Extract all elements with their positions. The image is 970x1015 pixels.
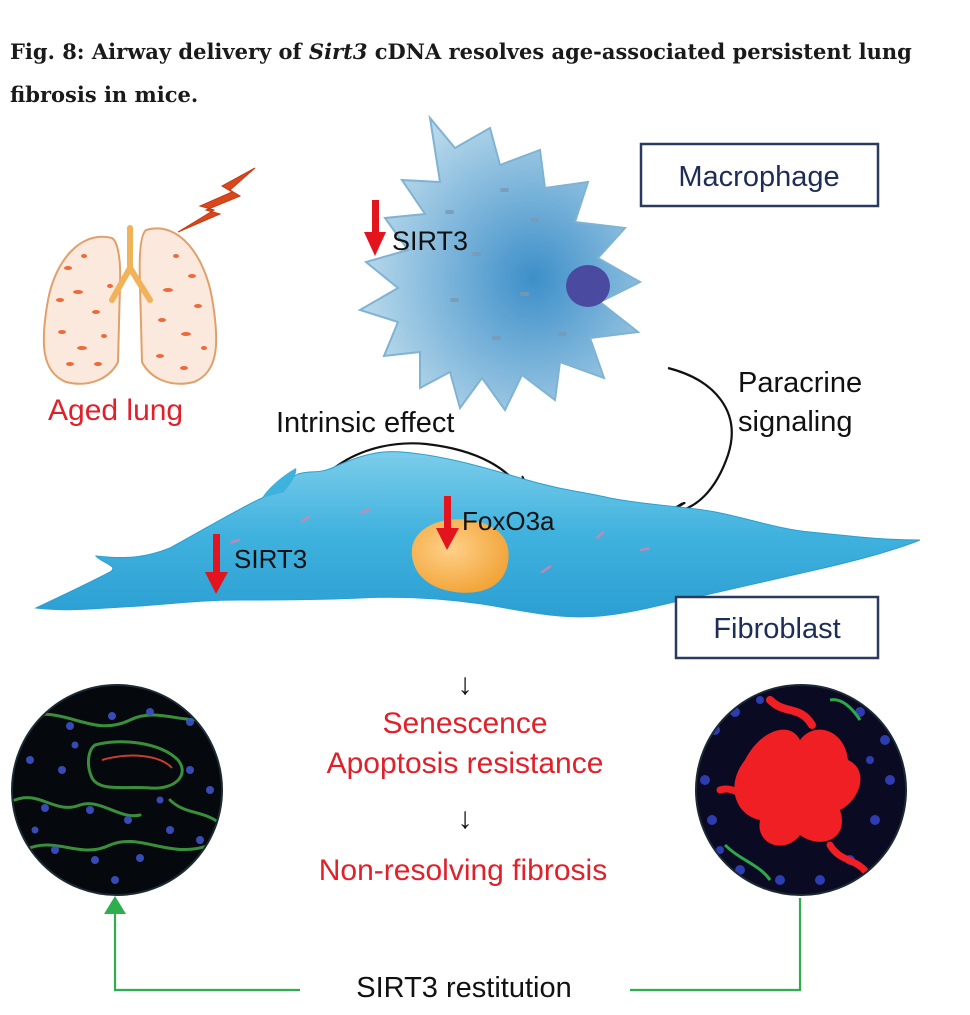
macrophage-vesicles (445, 188, 567, 340)
lightning-bolt-icon (177, 167, 256, 233)
flow-arrow-2: ↓ (458, 802, 473, 835)
macrophage-label: Macrophage (678, 161, 839, 193)
paracrine-label-line2: signaling (738, 406, 852, 438)
fibroblast-cell (34, 451, 921, 618)
sirt3-macrophage-label: SIRT3 (392, 226, 468, 256)
caption-gene-italic: Sirt3 (308, 39, 368, 64)
fibrotic-spots (56, 254, 207, 370)
caption-prefix: Fig. 8: Airway delivery of (10, 39, 309, 64)
intrinsic-effect-label: Intrinsic effect (276, 407, 454, 439)
foxo3a-label: FoxO3a (462, 506, 555, 536)
caption-suffix: cDNA resolves age-associated persistent … (10, 39, 912, 107)
sirt3-restitution-label: SIRT3 restitution (356, 972, 571, 1004)
aged-lung-label: Aged lung (48, 394, 183, 427)
left-lung-lobe (42, 235, 122, 385)
macrophage-box (639, 142, 880, 208)
sirt3-fibroblast-label: SIRT3 (234, 544, 307, 574)
paracrine-label-line1: Paracrine (738, 367, 862, 399)
non-resolving-fibrosis-label: Non-resolving fibrosis (319, 854, 607, 887)
fibrotic-micrograph-border (695, 684, 907, 896)
fibrotic-lung-micrograph (696, 685, 906, 895)
down-arrow-icon (436, 496, 459, 550)
fibroblast-label: Fibroblast (713, 613, 840, 645)
resolved-lung-micrograph (12, 685, 222, 895)
macrophage-nucleus (566, 265, 610, 307)
fibroblast-protrusion (262, 468, 297, 498)
fibroblast-box (674, 595, 880, 660)
down-arrow-icon (205, 534, 228, 594)
down-arrow-icon (364, 200, 386, 256)
resolved-micrograph-border (11, 684, 223, 896)
fibroblast-vesicles (230, 508, 651, 574)
restitution-arrow (113, 898, 802, 992)
right-lung-lobe (138, 227, 218, 385)
aged-lung-illustration (42, 225, 218, 385)
trachea-bronchi (109, 225, 153, 303)
restitution-arrowhead (104, 896, 126, 914)
senescence-label: Senescence (382, 707, 547, 740)
figure-caption: Fig. 8: Airway delivery of Sirt3 cDNA re… (10, 30, 960, 116)
fibroblast-nucleus (411, 519, 509, 593)
macrophage-cell (357, 114, 643, 412)
macrophage-body (357, 114, 643, 412)
paracrine-arrow (667, 366, 733, 512)
flow-arrow-1: ↓ (458, 668, 473, 701)
apoptosis-resistance-label: Apoptosis resistance (327, 747, 604, 780)
